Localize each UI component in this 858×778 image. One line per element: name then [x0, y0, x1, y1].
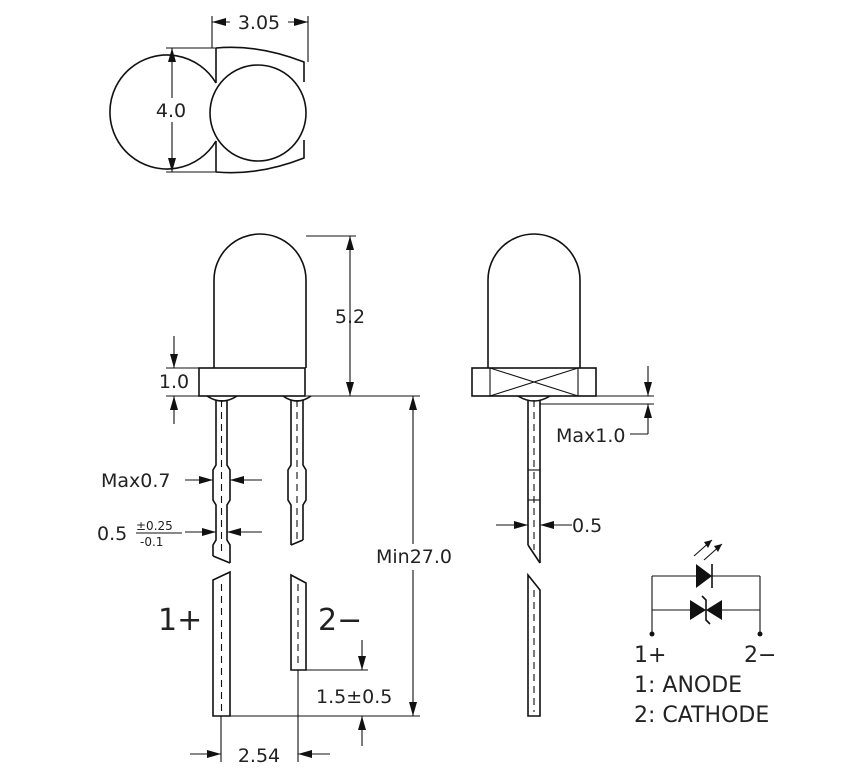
dome-arrow-bottom — [346, 382, 354, 396]
side-view: Max1.0 0.5 — [471, 233, 654, 717]
side-lead-cut-top — [527, 544, 541, 564]
lead-max-label: Max0.7 — [101, 470, 171, 492]
max07-arrow-left — [199, 476, 213, 484]
schematic-zener-triangle-left — [690, 600, 706, 620]
side-width-arrow-right — [540, 521, 554, 529]
schematic-emission-head-2 — [714, 544, 722, 552]
height-arrow-bottom — [168, 158, 176, 172]
top-view-outer-outline — [109, 54, 217, 170]
side-width-arrow-left — [514, 521, 528, 529]
schematic-pin1-dot — [649, 631, 655, 637]
offset-arrow-bottom — [358, 716, 366, 730]
front-lead-left-cut-top — [212, 555, 231, 564]
flange-arrow-bottom — [170, 396, 178, 410]
dome-height-label: 5.2 — [335, 306, 365, 328]
lead-length-label: Min27.0 — [376, 546, 452, 568]
side-max-arrow-top — [644, 382, 652, 396]
height-arrow-top — [168, 48, 176, 62]
side-flange — [471, 367, 597, 397]
flange-arrow-top — [170, 354, 178, 368]
pitch-label: 2.54 — [238, 745, 280, 767]
dome-arrow-top — [346, 236, 354, 250]
max07-arrow-right — [230, 476, 244, 484]
width-arrow-right — [294, 18, 308, 26]
lead-tol-plus-label: ±0.25 — [136, 519, 173, 533]
top-view: 3.05 4.0 — [109, 12, 309, 174]
schematic-symbol: 1+ 2− 1: ANODE 2: CATHODE — [634, 539, 776, 728]
flange-height-label: 1.0 — [159, 371, 189, 393]
front-lead-right-upper — [287, 400, 307, 545]
schematic-emission-head-1 — [704, 540, 712, 548]
width-arrow-left — [212, 18, 226, 26]
lead-width-label: 0.5 — [97, 523, 127, 545]
anode-marker: 1+ — [158, 603, 202, 638]
legend-anode: 1: ANODE — [634, 673, 742, 698]
width-label-bg — [230, 12, 288, 32]
schematic-zener-bar — [701, 595, 711, 625]
side-width-label: 0.5 — [572, 515, 602, 537]
height-label-bg — [152, 98, 192, 122]
top-height-label: 4.0 — [156, 100, 186, 122]
schematic-pin1-label: 1+ — [634, 643, 666, 668]
schematic-led-triangle — [696, 564, 712, 588]
side-lead-lower — [527, 572, 541, 717]
cathode-marker: 2− — [318, 603, 362, 638]
schematic-zener-triangle-right — [706, 600, 722, 620]
lead-length-arrow-top — [409, 396, 417, 410]
front-view: 5.2 1.0 Max0.7 0.5 ±0.25 -0.1 Min27.0 — [97, 233, 458, 767]
lead-width-arrow-left — [202, 528, 216, 536]
legend-cathode: 2: CATHODE — [634, 703, 769, 728]
front-lead-right-cut-top — [290, 539, 304, 546]
side-dome — [487, 233, 581, 368]
top-width-label: 3.05 — [238, 12, 280, 34]
pitch-arrow-right — [298, 750, 312, 758]
lead-length-label-bg — [370, 544, 458, 570]
top-view-inner-circle — [209, 64, 307, 162]
side-lead-upper — [527, 400, 541, 563]
front-lead-left-upper — [212, 400, 231, 563]
schematic-pin2-dot — [757, 631, 763, 637]
lead-tol-minus-label: -0.1 — [140, 535, 163, 549]
lead-length-arrow-bottom — [409, 702, 417, 716]
offset-arrow-top — [358, 656, 366, 670]
side-flange-cross-b — [489, 367, 579, 397]
front-flange — [198, 367, 306, 397]
lead-width-arrow-right — [227, 528, 241, 536]
lead-offset-label: 1.5±0.5 — [316, 686, 392, 708]
side-max-label: Max1.0 — [556, 425, 626, 447]
top-view-shape-top — [215, 46, 305, 82]
side-max-arrow-bottom — [644, 404, 652, 418]
pitch-arrow-left — [207, 750, 221, 758]
front-dome — [213, 233, 307, 368]
schematic-pin2-label: 2− — [744, 643, 776, 668]
top-view-shape-bottom — [215, 140, 305, 174]
